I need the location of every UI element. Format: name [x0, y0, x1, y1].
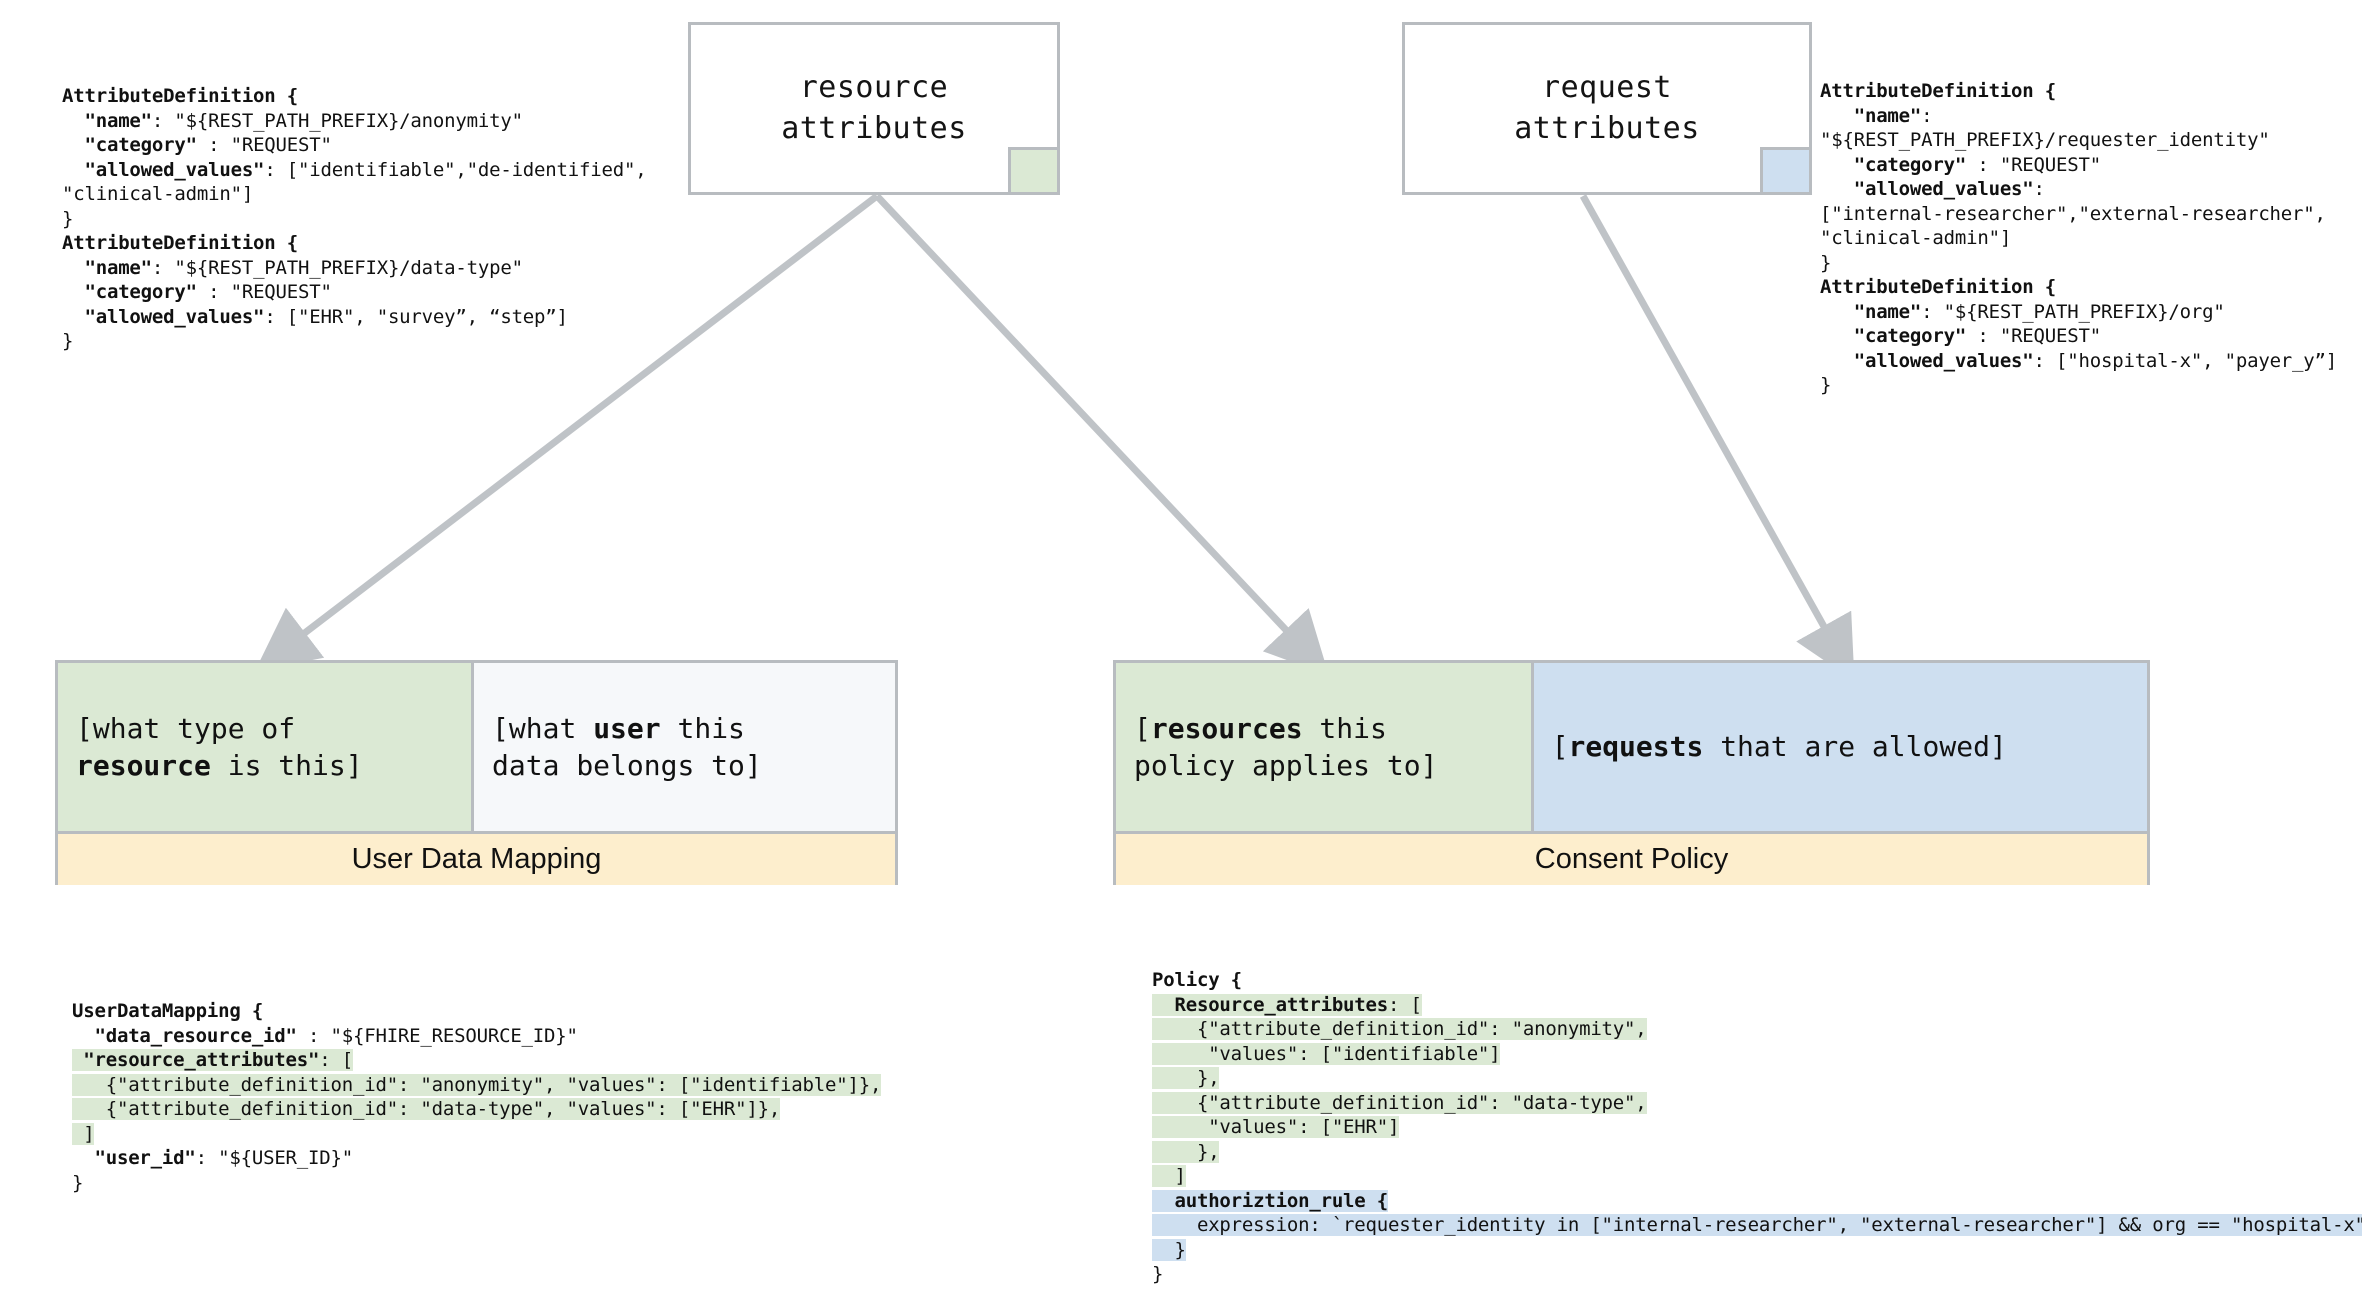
code-line: ["internal-researcher","external-researc… — [1820, 202, 2326, 225]
code-line: "category" : "REQUEST" — [1820, 153, 2101, 176]
user-data-mapping-code-block: UserDataMapping { "data_resource_id" : "… — [72, 999, 972, 1195]
code-line: "allowed_values": ["identifiable","de-id… — [62, 158, 647, 181]
code-line: "name": — [1820, 104, 1933, 127]
code-line: {"attribute_definition_id": "data-type",… — [72, 1098, 781, 1120]
code-line: AttributeDefinition { — [62, 232, 299, 254]
code-line: "name": "${REST_PATH_PREFIX}/data-type" — [62, 256, 523, 279]
code-line: {"attribute_definition_id": "anonymity", — [1152, 1018, 1647, 1040]
code-line: AttributeDefinition { — [62, 85, 299, 107]
code-line: Policy { — [1152, 969, 1242, 991]
user-data-mapping-footer-label: User Data Mapping — [58, 831, 895, 885]
code-line: } — [62, 330, 74, 352]
code-line: "name": "${REST_PATH_PREFIX}/org" — [1820, 300, 2225, 323]
code-line: "values": ["identifiable"] — [1152, 1042, 1501, 1065]
arrow-request-to-consent-policy — [1579, 194, 1855, 681]
code-line: AttributeDefinition { — [1820, 276, 2057, 298]
code-line: } — [1820, 251, 1832, 274]
code-line: {"attribute_definition_id": "data-type", — [1152, 1091, 1647, 1114]
code-line: UserDataMapping { — [72, 1000, 264, 1022]
code-line: "values": ["EHR"] — [1152, 1116, 1400, 1138]
code-line: AttributeDefinition { — [1820, 80, 2057, 102]
code-line: "resource_attributes": [ — [72, 1049, 353, 1071]
code-line: Resource_attributes: [ — [1152, 993, 1422, 1016]
code-line: "category" : "REQUEST" — [62, 281, 332, 303]
code-line: } — [1152, 1263, 1164, 1285]
request-attributes-color-swatch — [1760, 147, 1812, 195]
code-line: "clinical-admin"] — [62, 183, 254, 205]
code-line: {"attribute_definition_id": "anonymity",… — [72, 1073, 882, 1096]
code-line: expression: `requester_identity in ["int… — [1152, 1213, 2362, 1238]
code-line: }, — [1152, 1140, 1220, 1163]
code-line: } — [62, 207, 74, 230]
code-line: "allowed_values": — [1820, 178, 2045, 200]
left-attribute-definitions-code: AttributeDefinition { "name": "${REST_PA… — [62, 84, 702, 354]
code-line: "data_resource_id" : "${FHIRE_RESOURCE_I… — [72, 1024, 578, 1047]
code-line: }, — [1152, 1067, 1220, 1089]
code-line: ] — [72, 1122, 95, 1145]
consent-policy-requests-text: [requests that are allowed] — [1551, 730, 2007, 764]
code-line: } — [72, 1171, 84, 1194]
resource-attributes-color-swatch — [1008, 147, 1060, 195]
code-line: "allowed_values": ["hospital-x", "payer_… — [1820, 349, 2337, 372]
code-line: "category" : "REQUEST" — [1820, 325, 2101, 347]
code-line: } — [1820, 374, 1832, 396]
code-line: "${REST_PATH_PREFIX}/requester_identity" — [1820, 129, 2270, 151]
code-line: ] — [1152, 1165, 1186, 1187]
code-line: "category" : "REQUEST" — [62, 134, 332, 156]
consent-policy-footer-label: Consent Policy — [1116, 831, 2147, 885]
policy-code-block: Policy { Resource_attributes: [ {"attrib… — [1152, 968, 2362, 1287]
code-line: "name": "${REST_PATH_PREFIX}/anonymity" — [62, 109, 523, 132]
consent-policy-requests-cell: [requests that are allowed] — [1533, 663, 2147, 831]
code-line: "clinical-admin"] — [1820, 227, 2012, 249]
code-line: "user_id": "${USER_ID}" — [72, 1147, 353, 1169]
arrow-resource-to-consent-policy — [874, 193, 1329, 676]
code-line: } — [1152, 1238, 1186, 1261]
right-attribute-definitions-code: AttributeDefinition { "name":"${REST_PAT… — [1820, 79, 2360, 398]
code-line: authoriztion_rule { — [1152, 1189, 1389, 1212]
code-line: "allowed_values": ["EHR", "survey”, “ste… — [62, 305, 568, 328]
